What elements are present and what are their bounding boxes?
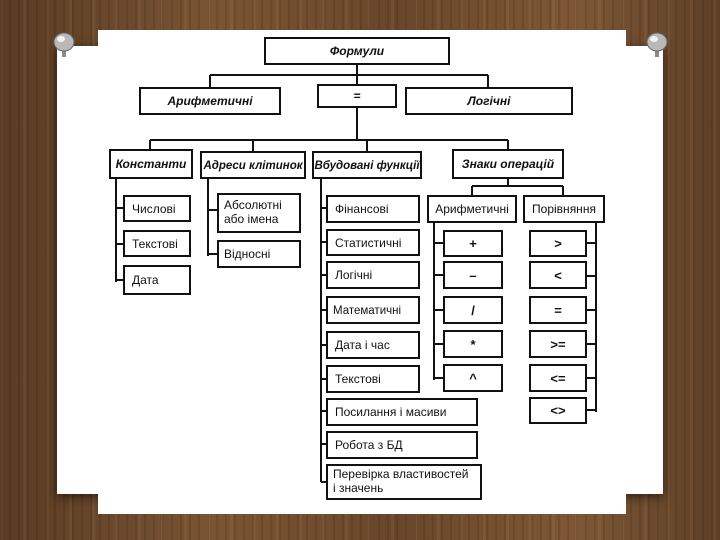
pushpin-right-icon [646,32,668,57]
arithmetic-ops-label: Арифметичні [435,202,509,216]
address-absolute-line1: Абсолютні [224,198,282,212]
constant-item-label: Текстові [132,237,178,251]
function-item-label: Робота з БД [335,438,403,452]
function-item-label: Текстові [335,372,381,386]
cell-addresses-label: Адреси клітинок [202,160,303,172]
address-item-box [217,240,301,268]
function-item-label: Посилання і масиви [335,405,446,419]
logical-formulas-box [405,87,573,115]
function-item-label: Логічні [335,268,372,282]
arithmetic-ops-box [427,195,517,223]
function-item-box [326,365,420,393]
logical-formulas-label: Логічні [467,94,512,108]
functions-box [312,151,422,179]
function-item-label: Дата і час [335,338,390,352]
equals-box [317,84,397,108]
arith-op-label: ^ [469,371,477,386]
arith-op-box [443,330,503,358]
operators-box [452,149,564,179]
comparison-op-label: <= [550,371,566,386]
constants-box [109,149,193,179]
operators-label: Знаки операцій [462,157,555,171]
comparison-op-label: <> [550,403,566,418]
pushpin-left-icon [53,32,75,57]
functions-label: Вбудовані функції [314,160,421,172]
comparison-op-box [529,364,587,392]
arith-op-label: + [469,236,477,251]
constants-label: Константи [116,157,187,171]
constant-item-box [123,230,191,257]
equals-label: = [353,89,360,103]
function-item-box [326,464,482,500]
function-check-line2: і значень [333,481,383,495]
function-item-box [326,296,420,324]
comparison-ops-label: Порівняння [532,202,596,216]
arith-op-label: * [470,337,476,352]
constant-item-label: Дата [132,273,159,287]
constant-item-label: Числові [132,202,176,216]
comparison-ops-box [523,195,605,223]
cell-addresses-box [200,151,306,179]
address-item-box [217,193,301,233]
comparison-op-box [529,397,587,424]
connectors [115,64,597,483]
comparison-op-box [529,230,587,257]
function-item-label: Статистичні [335,236,401,250]
comparison-op-label: = [554,303,562,318]
comparison-op-label: > [554,236,562,251]
root-box [264,37,450,65]
constant-item-box [123,195,191,222]
function-item-box [326,261,420,289]
function-check-line1: Перевірка властивостей [333,467,469,481]
arith-op-box [443,296,503,324]
function-item-box [326,398,478,426]
comparison-op-box [529,296,587,324]
arithmetic-formulas-label: Арифметичні [166,94,253,108]
function-item-box [326,431,478,459]
comparison-op-box [529,261,587,289]
arith-op-box [443,261,503,289]
arith-op-label: / [471,303,475,318]
function-item-label: Фінансові [335,202,389,216]
function-item-label: Математичні [333,305,401,317]
comparison-op-box [529,330,587,358]
function-item-box [326,331,420,359]
function-item-box [326,195,420,223]
arith-op-box [443,230,503,257]
address-item-label: Абсолютні або імена [224,198,285,226]
arith-op-label: – [469,268,476,283]
comparison-op-label: >= [550,337,566,352]
function-item-label: Перевірка властивостей і значень [333,467,472,495]
function-item-box [326,229,420,256]
address-absolute-line2: або імена [224,212,279,226]
arith-op-box [443,364,503,392]
root-label: Формули [330,44,385,58]
comparison-op-label: < [554,268,562,283]
address-item-label: Відносні [224,247,270,261]
constant-item-box [123,265,191,295]
arithmetic-formulas-box [139,87,281,115]
